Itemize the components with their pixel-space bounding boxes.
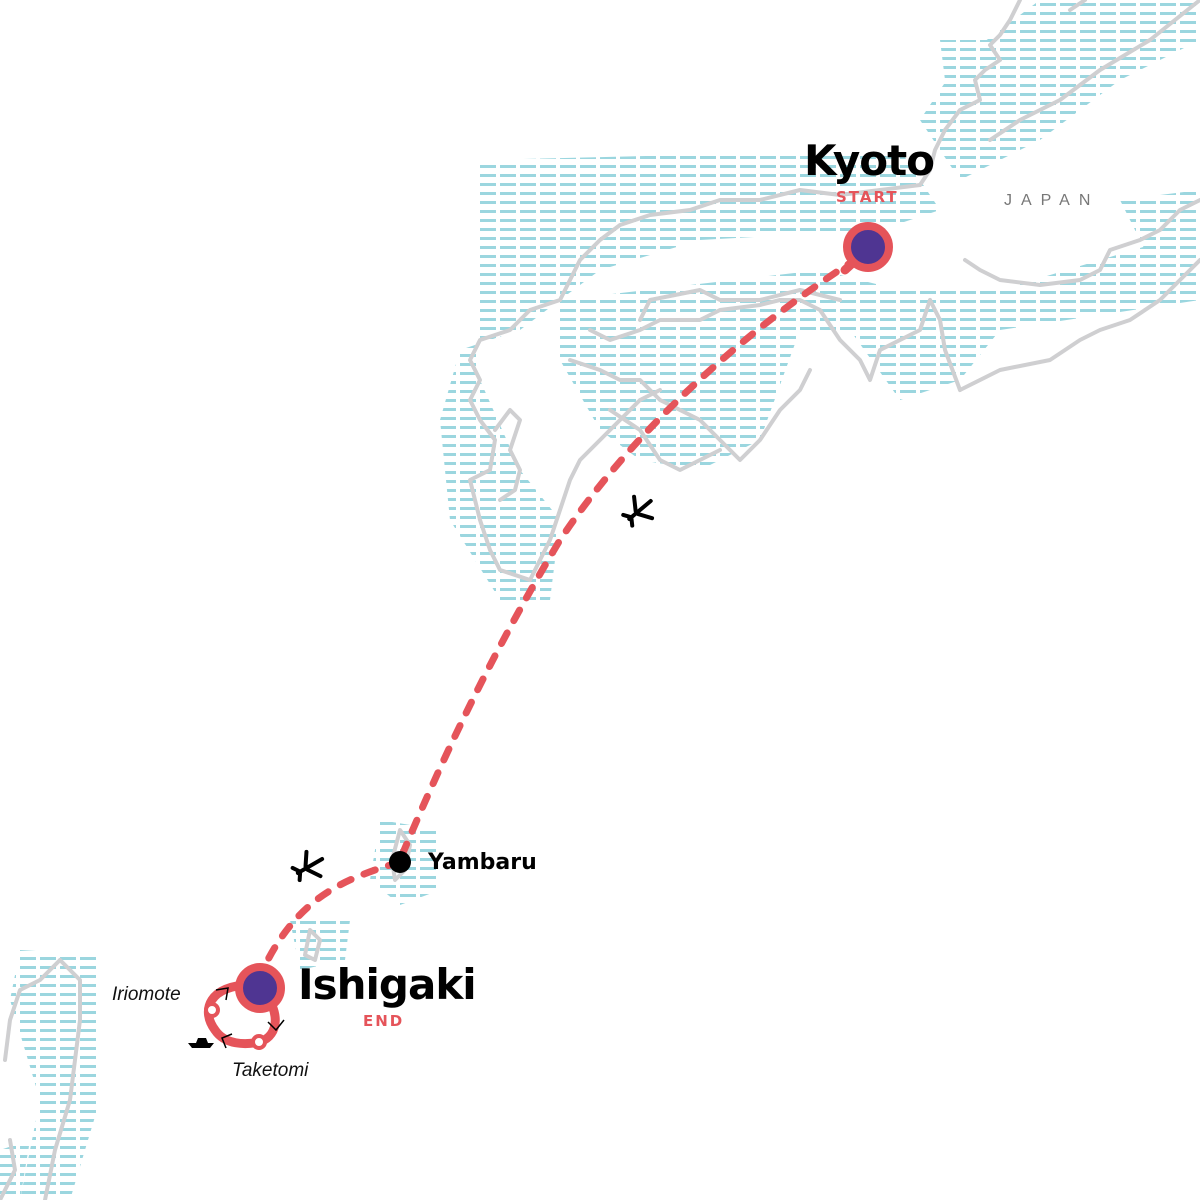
loop-direction-arrows: [215, 987, 285, 1049]
taketomi-label: Taketomi: [232, 1060, 309, 1081]
route-island-loop: [203, 980, 280, 1048]
route-yambaru-ishigaki: [251, 858, 404, 992]
route-lines: [203, 254, 862, 1048]
start-tag: START: [836, 188, 899, 206]
plane-icon: [290, 849, 325, 883]
yambaru-label: Yambaru: [428, 850, 537, 875]
yambaru-marker[interactable]: [389, 851, 411, 873]
end-marker[interactable]: [235, 963, 285, 1013]
boat-icon: [188, 1038, 214, 1048]
route-kyoto-yambaru: [396, 254, 862, 864]
end-city-label: Ishigaki: [298, 960, 477, 1009]
country-label: JAPAN: [1004, 192, 1100, 209]
iriomote-marker[interactable]: [204, 1002, 220, 1018]
start-city-label: Kyoto: [804, 136, 935, 185]
plane-icon: [621, 494, 655, 528]
taketomi-marker[interactable]: [251, 1034, 267, 1050]
end-tag: END: [363, 1012, 405, 1030]
start-marker[interactable]: [840, 222, 893, 275]
iriomote-label: Iriomote: [112, 984, 181, 1005]
